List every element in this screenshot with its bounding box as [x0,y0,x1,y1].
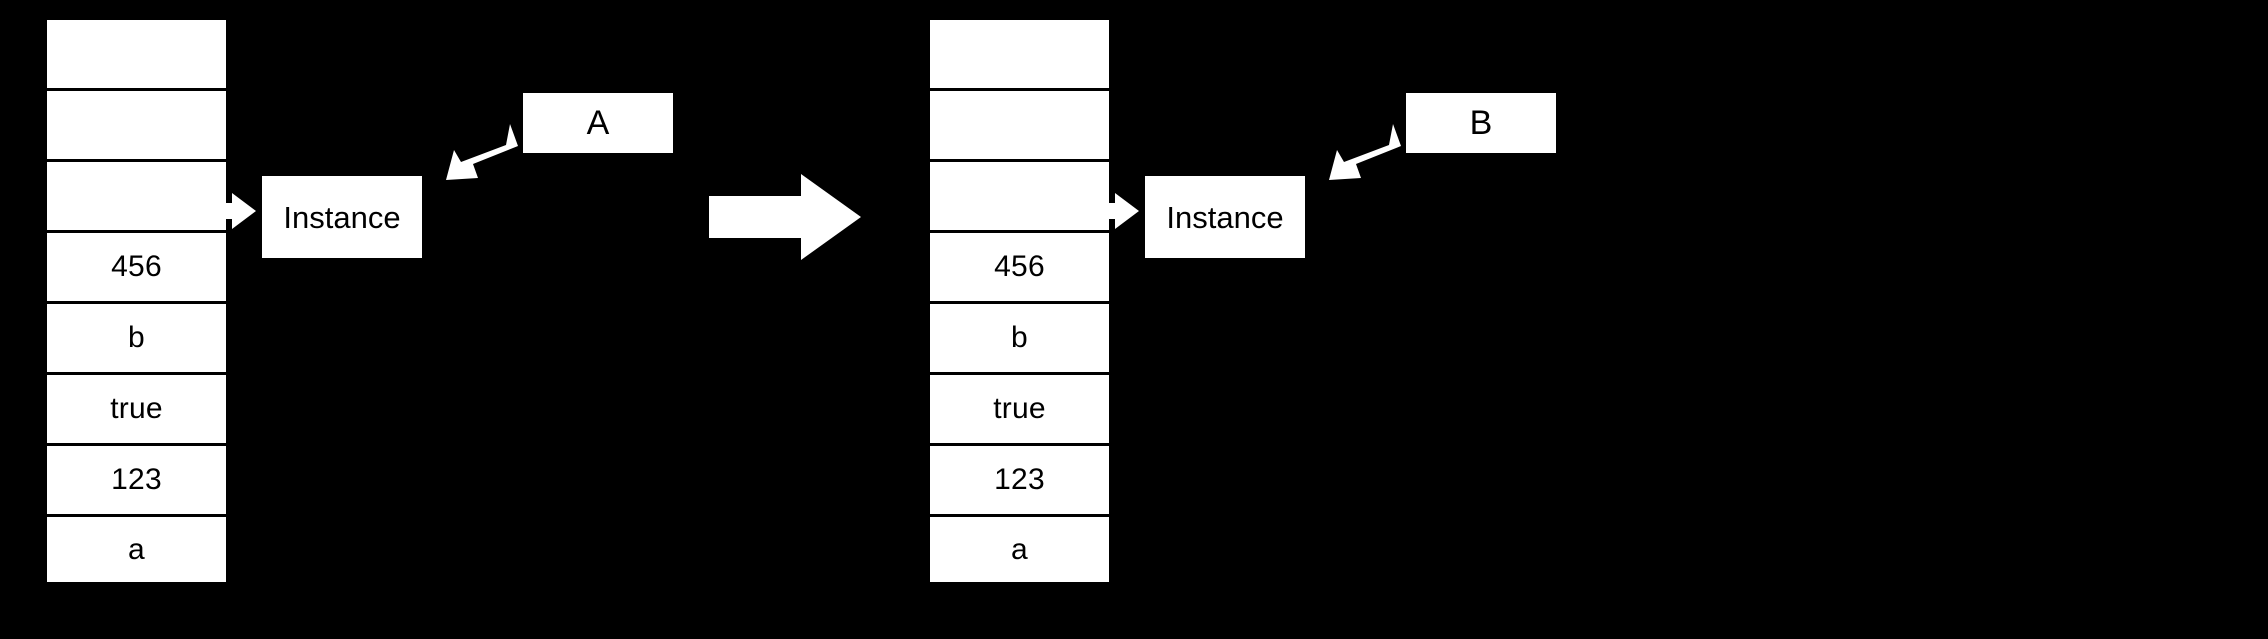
stack-cell [44,88,229,159]
arrow-right-large-icon [709,174,861,260]
stack-cell: 456 [927,230,1112,301]
stack-cell: true [927,372,1112,443]
arrow-down-left-icon-left [442,122,520,188]
instance-box-right: Instance [1145,176,1305,258]
arrow-right-icon-left [196,193,256,229]
stack-cell: 123 [927,443,1112,514]
stack-cell: 456 [44,230,229,301]
stack-cell [44,17,229,88]
stack-cell [927,88,1112,159]
reference-label-box-a: A [523,93,673,153]
arrow-right-icon-right [1079,193,1139,229]
stack-cell: b [927,301,1112,372]
stack-cell: a [927,514,1112,585]
instance-box-label: Instance [1166,199,1284,235]
arrow-down-left-icon-right [1325,122,1403,188]
reference-label-text: A [586,104,610,142]
stack-cell: true [44,372,229,443]
stack-cell: b [44,301,229,372]
stack-cell [927,17,1112,88]
instance-box-left: Instance [262,176,422,258]
stack-cell: 123 [44,443,229,514]
stack-cell [44,159,229,230]
stack-cell: a [44,514,229,585]
instance-box-label: Instance [283,199,401,235]
reference-label-box-b: B [1406,93,1556,153]
reference-label-text: B [1469,104,1493,142]
